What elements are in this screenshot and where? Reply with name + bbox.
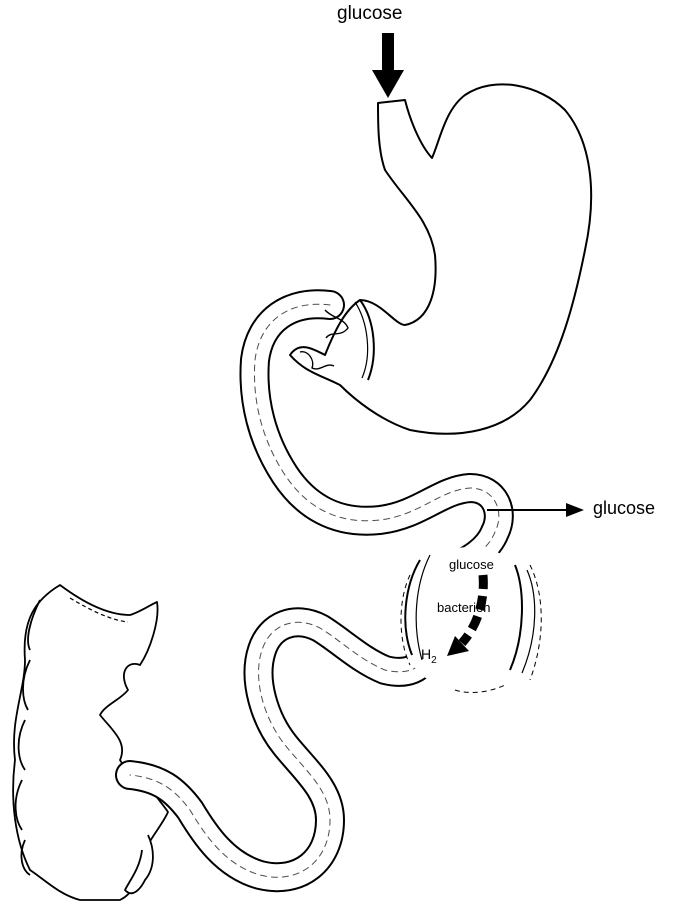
bacteria-label: bacterien [437, 600, 490, 615]
stomach [290, 84, 591, 433]
hydrogen-subscript: 2 [431, 655, 437, 666]
large-intestine [13, 585, 168, 900]
input-glucose-label: glucose [337, 3, 403, 25]
hydrogen-label: H2 [421, 646, 437, 666]
inner-glucose-label: glucose [449, 557, 494, 572]
hydrogen-symbol: H [421, 646, 431, 662]
output-glucose-label: glucose [593, 498, 655, 519]
input-arrow [372, 33, 404, 98]
